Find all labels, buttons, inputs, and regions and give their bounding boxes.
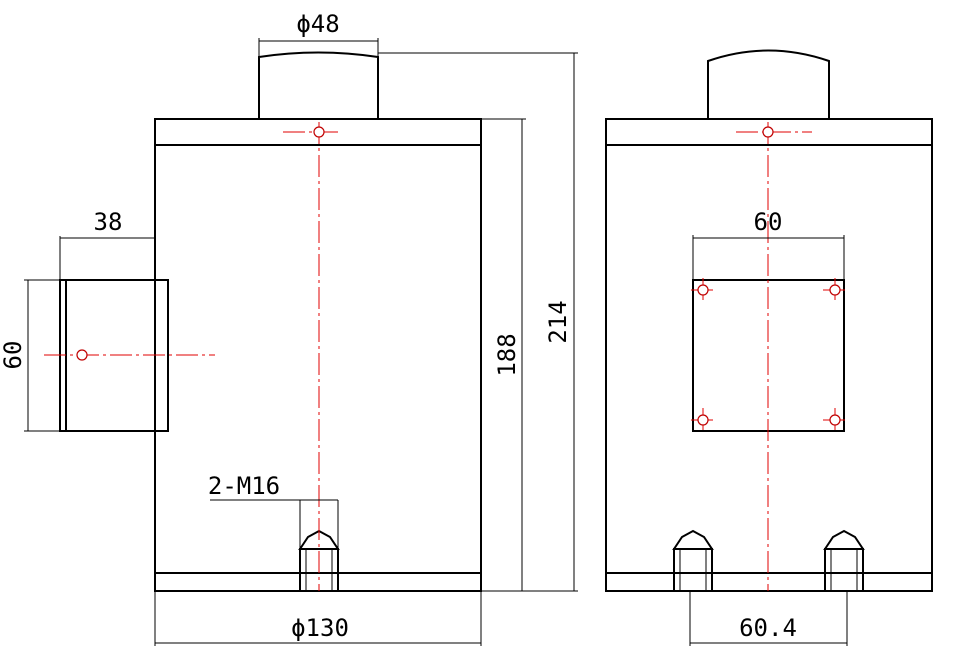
dim-bolt-spacing: 60.4 xyxy=(739,614,797,642)
plate-holes xyxy=(691,278,846,432)
side-body xyxy=(605,118,933,592)
front-view: ϕ48 38 60 2-M16 188 214 ϕ130 xyxy=(0,10,578,646)
side-view: 60 60.4 xyxy=(605,49,933,646)
dim-side-port-depth: 38 xyxy=(94,208,123,236)
dim-base-diameter: ϕ130 xyxy=(291,614,349,642)
side-port-hole xyxy=(76,349,88,361)
side-top-cap xyxy=(707,49,830,119)
dim-thread-callout: 2-M16 xyxy=(208,472,280,500)
dim-body-height: 188 xyxy=(493,333,521,376)
side-bolt-right xyxy=(823,529,865,592)
front-top-hole xyxy=(313,126,325,138)
front-top-cap xyxy=(258,51,379,119)
dim-top-diameter: ϕ48 xyxy=(296,10,339,38)
side-bolt-left xyxy=(672,529,714,592)
dim-side-port-height: 60 xyxy=(0,341,27,370)
dim-total-height: 214 xyxy=(544,300,572,343)
dim-plate-width: 60 xyxy=(754,208,783,236)
side-top-hole xyxy=(762,126,774,138)
